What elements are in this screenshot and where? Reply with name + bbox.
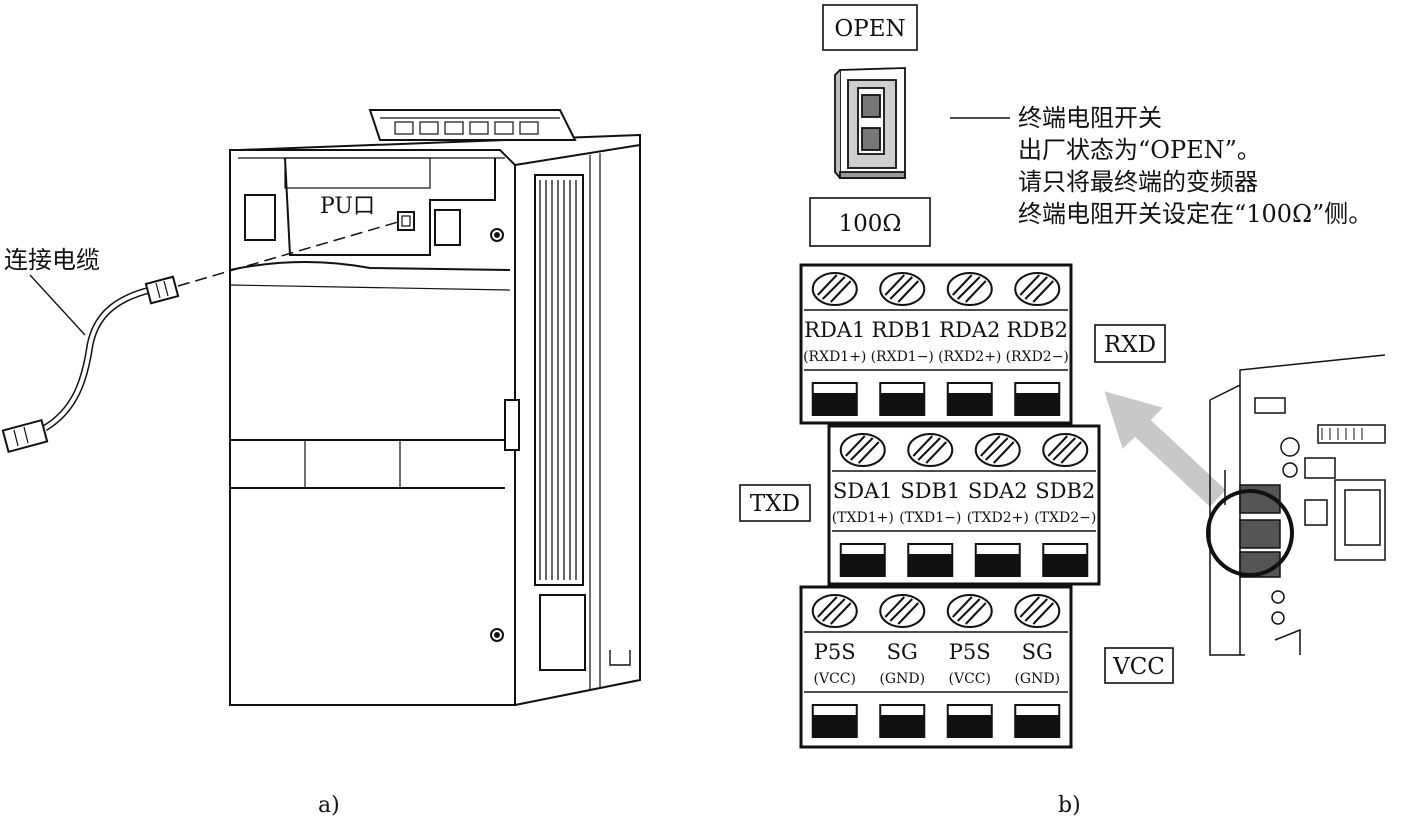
terminal-screw-icon — [946, 594, 993, 628]
terminal-name: RDB2 — [1007, 318, 1068, 342]
terminal-signal: (GND) — [879, 671, 925, 687]
terminal-signal: (VCC) — [949, 671, 991, 687]
open-label: OPEN — [834, 16, 905, 42]
terminal-name: P5S — [949, 640, 991, 664]
terminal-signal: (TXD2+) — [967, 510, 1029, 526]
connection-cable — [1, 221, 399, 454]
ohm-label: 100Ω — [839, 211, 902, 237]
terminal-screw-icon — [1014, 594, 1061, 628]
terminal-screw-icon — [907, 433, 954, 467]
rxd-label-box — [1094, 324, 1166, 363]
terminal-wire-slot — [907, 543, 954, 577]
terminal-signal: (RXD2−) — [1006, 349, 1069, 365]
terminal-screw-icon — [879, 272, 926, 306]
terminal-screw-icon — [879, 594, 926, 628]
note-line-4: 终端电阻开关设定在“100Ω”侧。 — [1018, 200, 1372, 228]
switch-note: 终端电阻开关 出厂状态为“OPEN”。 请只将最终端的变频器 终端电阻开关设定在… — [1018, 104, 1372, 228]
terminal-signal: (GND) — [1014, 671, 1060, 687]
location-arrow — [1104, 391, 1226, 507]
terminal-name: SDA2 — [968, 479, 1028, 503]
terminal-signal: (VCC) — [814, 671, 856, 687]
terminal-wire-slot — [946, 382, 993, 416]
terminal-resistor-switch — [834, 67, 906, 179]
terminal-wire-slot — [1014, 704, 1061, 738]
terminal-signal: (RXD1−) — [871, 349, 934, 365]
terminal-block-row: RDA1 (RXD1+) RDB1 (RXD1−) RDA2 (RXD2+) RDB2 (RX… — [799, 263, 1073, 425]
terminal-wire-slot — [839, 543, 886, 577]
txd-label-box — [739, 484, 811, 522]
cable-label: 连接电缆 — [4, 246, 100, 274]
terminal-wire-slot — [946, 704, 993, 738]
terminal-block-row: P5S (VCC) SG (GND) P5S (VCC) SG (GND) — [799, 585, 1073, 749]
rxd-label: RXD — [1104, 332, 1156, 358]
terminal-wire-slot — [811, 382, 858, 416]
terminal-name: SG — [1022, 640, 1053, 664]
terminal-signal: (RXD2+) — [938, 349, 1001, 365]
terminal-block-row: SDA1 (TXD1+) SDB1 (TXD1−) SDA2 (TXD2+) SDB2 (TX… — [827, 424, 1101, 586]
terminal-screw-icon — [811, 272, 858, 306]
inverter-illustration — [229, 109, 641, 707]
terminal-wire-slot — [879, 382, 926, 416]
pu-port-label: PU口 — [320, 194, 375, 219]
txd-label: TXD — [750, 491, 800, 517]
terminal-signal: (TXD1−) — [899, 510, 961, 526]
terminal-name: SDB2 — [1035, 479, 1095, 503]
terminal-name: SG — [887, 640, 918, 664]
ohm-label-box — [809, 197, 931, 247]
terminal-screw-icon — [974, 433, 1021, 467]
terminal-signal: (TXD2−) — [1034, 510, 1096, 526]
note-line-2: 出厂状态为“OPEN”。 — [1018, 136, 1261, 164]
terminal-screw-icon — [1042, 433, 1089, 467]
open-label-box — [822, 4, 918, 51]
terminal-name: RDA2 — [939, 318, 1000, 342]
terminal-wire-slot — [1042, 543, 1089, 577]
terminal-name: RDB1 — [872, 318, 933, 342]
cable-plug-start — [1, 418, 49, 454]
terminal-name: SDB1 — [900, 479, 960, 503]
cable-plug-end — [144, 275, 180, 305]
terminal-name: SDA1 — [833, 479, 893, 503]
vcc-label-box — [1104, 647, 1174, 684]
terminal-name: P5S — [814, 640, 856, 664]
terminal-name: RDA1 — [804, 318, 865, 342]
terminal-wire-slot — [1014, 382, 1061, 416]
terminal-blocks: RDA1 (RXD1+) RDB1 (RXD1−) RDA2 (RXD2+) RDB2 (RX… — [799, 263, 1101, 749]
caption-a: a) — [318, 793, 340, 818]
terminal-wire-slot — [879, 704, 926, 738]
terminal-signal: (RXD1+) — [803, 349, 866, 365]
terminal-wire-slot — [974, 543, 1021, 577]
terminal-screw-icon — [946, 272, 993, 306]
inverter-detail-view — [1206, 354, 1386, 656]
vcc-label: VCC — [1112, 654, 1165, 680]
note-line-3: 请只将最终端的变频器 — [1018, 168, 1258, 196]
terminal-screw-icon — [839, 433, 886, 467]
terminal-screw-icon — [1014, 272, 1061, 306]
caption-b: b) — [1058, 793, 1081, 818]
terminal-signal: (TXD1+) — [832, 510, 894, 526]
terminal-wire-slot — [811, 704, 858, 738]
terminal-screw-icon — [811, 594, 858, 628]
note-line-1: 终端电阻开关 — [1018, 104, 1162, 132]
